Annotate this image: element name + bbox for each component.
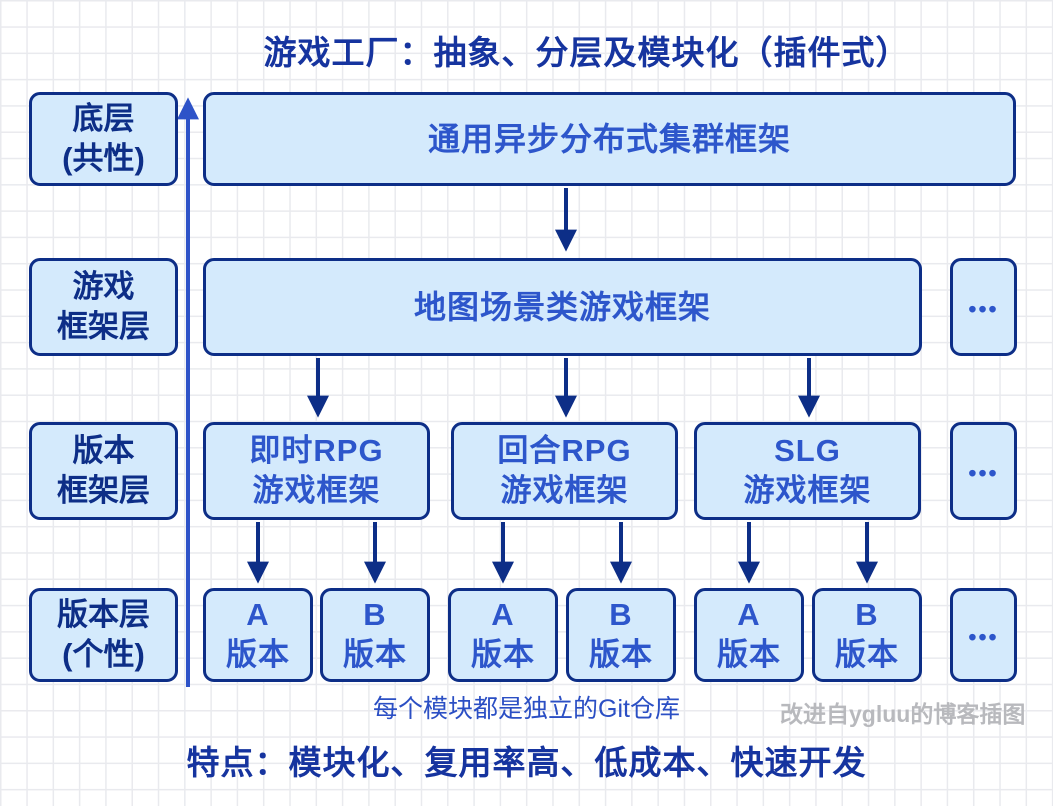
layer-label-version-framework: 版本 框架层 — [29, 422, 178, 520]
arrows-game-to-version-frameworks — [307, 358, 820, 418]
ellipsis-box-game-framework: ••• — [950, 258, 1017, 356]
box-version-a-1: A 版本 — [203, 588, 313, 682]
git-repo-caption: 每个模块都是独立的Git仓库 — [373, 695, 680, 723]
footer-title: 特点：模块化、复用率高、低成本、快速开发 — [186, 744, 867, 781]
box-version-framework-realtime-rpg: 即时RPG 游戏框架 — [203, 422, 430, 520]
box-version-a-3: A 版本 — [694, 588, 804, 682]
layer-label-base: 底层 (共性) — [29, 92, 178, 186]
page-title: 游戏工厂：抽象、分层及模块化（插件式） — [263, 34, 910, 71]
ellipsis-box-version-framework: ••• — [950, 422, 1017, 520]
box-version-framework-turn-rpg: 回合RPG 游戏框架 — [451, 422, 678, 520]
box-game-framework: 地图场景类游戏框架 — [203, 258, 922, 356]
ellipsis-box-versions: ••• — [950, 588, 1017, 682]
layer-label-version: 版本层 (个性) — [29, 588, 178, 682]
box-version-b-2: B 版本 — [566, 588, 676, 682]
box-base-framework: 通用异步分布式集群框架 — [203, 92, 1016, 186]
arrows-frameworks-to-versions — [247, 522, 878, 584]
box-version-framework-slg: SLG 游戏框架 — [694, 422, 921, 520]
credit-watermark: 改进自ygluu的博客插图 — [780, 701, 1026, 727]
box-version-a-2: A 版本 — [448, 588, 558, 682]
box-version-b-1: B 版本 — [320, 588, 430, 682]
box-version-b-3: B 版本 — [812, 588, 922, 682]
layer-label-game-framework: 游戏 框架层 — [29, 258, 178, 356]
